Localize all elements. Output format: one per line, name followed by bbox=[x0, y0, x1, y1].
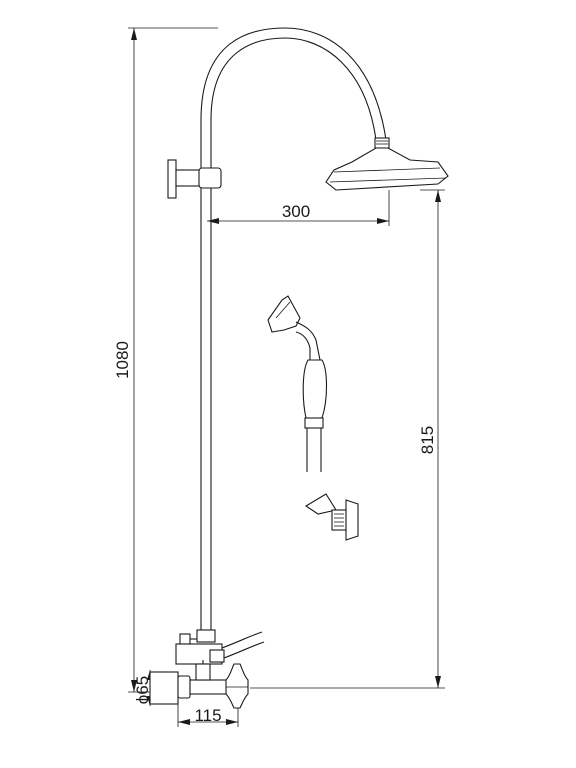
head-height-label: 815 bbox=[418, 426, 437, 454]
riser-pipe bbox=[200, 27, 387, 635]
cross-handle bbox=[225, 663, 249, 709]
wall-connection bbox=[149, 660, 231, 705]
total-height-label: 1080 bbox=[113, 341, 132, 379]
arm-reach-label: 300 bbox=[282, 202, 310, 221]
dimension-wall-offset: 115 bbox=[177, 700, 239, 727]
pipe-diameter-label: ϕ65 bbox=[133, 676, 152, 704]
dimension-arm-reach: 300 bbox=[207, 190, 390, 226]
wall-offset-label: 115 bbox=[194, 706, 221, 725]
hand-shower bbox=[267, 295, 328, 472]
dimension-total-height: 1080 bbox=[113, 27, 218, 693]
dimension-head-height: 815 bbox=[250, 189, 445, 689]
hand-shower-holder bbox=[304, 493, 359, 541]
wall-bracket bbox=[167, 159, 222, 199]
diverter-valve bbox=[175, 629, 265, 665]
overhead-shower-head bbox=[325, 137, 449, 191]
